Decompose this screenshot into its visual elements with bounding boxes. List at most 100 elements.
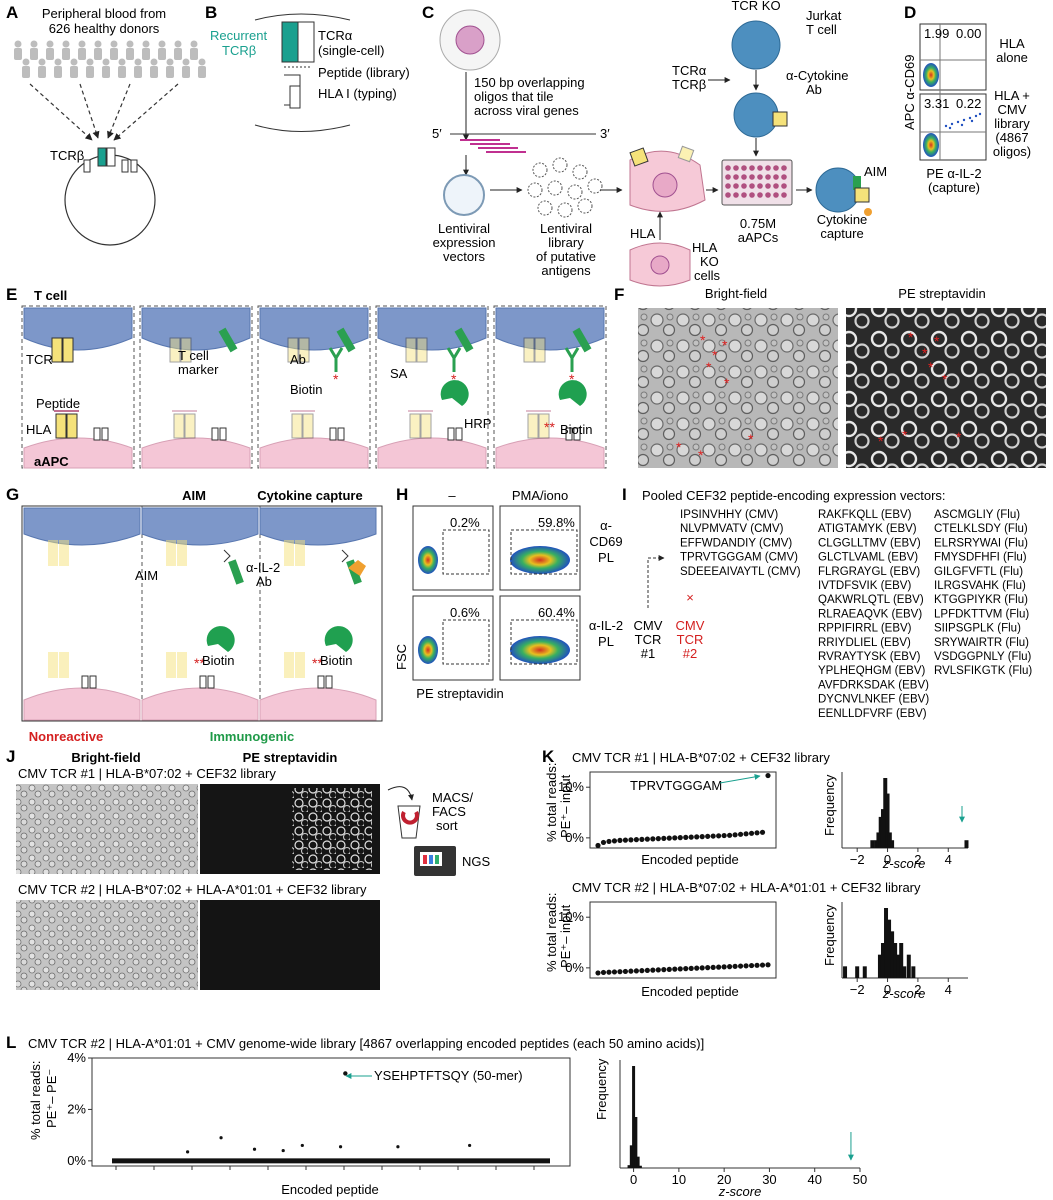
flow-event-dot (944, 124, 948, 128)
d-cond1b: alone (996, 50, 1028, 65)
i-peptide: IVTDFSVIK (EBV) (818, 580, 911, 592)
l-xtick-label: 30 (762, 1172, 776, 1187)
e-hla (527, 413, 539, 439)
i-peptide: SRYWAIRTR (Flu) (934, 637, 1029, 649)
f-red-star: * (908, 329, 914, 345)
d-flow-population-1 (923, 63, 939, 87)
g-tcr (59, 540, 69, 566)
c-lenti-1: Lentiviral (438, 221, 490, 236)
plate-well (733, 192, 739, 198)
k-ylabel-2b: PE⁺– input (558, 904, 573, 968)
k-data-point (765, 962, 771, 968)
k-data-point (743, 831, 749, 837)
plate-well (749, 174, 755, 180)
person-head-icon (134, 58, 142, 66)
person-body-icon (110, 48, 118, 60)
k-data-point (705, 833, 711, 839)
plate-well (741, 183, 747, 189)
i-peptide: RRIYDLIEL (EBV) (818, 637, 911, 649)
flow-event-dot (960, 123, 964, 127)
l-xtick-label: 20 (717, 1172, 731, 1187)
k-data-point (606, 969, 612, 975)
donor-people-icons (14, 40, 206, 78)
flow-event-dot (978, 112, 982, 116)
i-peptide: KTGGPIYKR (Flu) (934, 594, 1028, 606)
k-hit-arrow (719, 773, 761, 784)
k-xtick-label: 0 (884, 982, 891, 997)
i-peptide: RPPIFIRRL (EBV) (818, 623, 912, 635)
l-hist-bar (627, 1165, 631, 1168)
k-hist-bar (964, 840, 969, 848)
l-data-point (186, 1150, 190, 1154)
l-hist-bar (629, 1145, 633, 1168)
plate-well (741, 192, 747, 198)
k-data-point (699, 965, 705, 971)
h-row1b: CD69 (589, 534, 622, 549)
d-cond1: HLA (999, 36, 1025, 51)
g-cyto-title: Cytokine capture (257, 488, 362, 503)
g-biotin-star: ** (194, 655, 205, 671)
e-t-cell (141, 307, 251, 351)
d-cond2c: library (994, 116, 1030, 131)
person-head-icon (94, 40, 102, 48)
plate-well (733, 183, 739, 189)
oligo-tiles (460, 139, 526, 153)
j-pe-image-2 (200, 900, 380, 990)
k-data-point (633, 837, 639, 843)
b-recurrent-1: Recurrent (210, 28, 267, 43)
c-hlako-2: KO (700, 254, 719, 269)
e-marker (454, 327, 474, 353)
i-tcr1-a: CMV (634, 618, 663, 633)
k-hist-bar (890, 931, 895, 978)
k-data-point (628, 837, 634, 843)
e-aapc-cell (377, 437, 487, 469)
k-data-point (683, 834, 689, 840)
i-peptide: CLGGLLTMV (EBV) (818, 537, 921, 549)
k-hist-bar (887, 832, 892, 848)
e-tcr (180, 337, 192, 363)
person-body-icon (174, 48, 182, 60)
b-recurrent-2: TCRβ (222, 43, 256, 58)
e-tcr (416, 337, 428, 363)
f-red-star: * (700, 332, 706, 348)
k-data-point (727, 964, 733, 970)
i-peptide: IPSINVHHY (CMV) (680, 509, 778, 521)
e-biotin-2: Biotin (560, 422, 593, 437)
person-head-icon (190, 40, 198, 48)
virion-icon (532, 162, 548, 178)
i-peptide: VSDGGPNLY (Flu) (934, 651, 1032, 663)
e-t-cell (377, 307, 487, 351)
virion-icon (572, 164, 588, 180)
g-t-cell (23, 507, 141, 546)
i-peptide: ATIGTAMYK (EBV) (818, 523, 917, 535)
plasmid-icon (443, 174, 485, 216)
k-hist-bar (843, 966, 848, 978)
e-tcr (51, 337, 63, 363)
e-hla (538, 413, 550, 439)
k-data-point (617, 969, 623, 975)
person-head-icon (14, 40, 22, 48)
k-freq-1: Frequency (822, 774, 837, 836)
h-v4: 60.4% (538, 605, 575, 620)
h-ylabel: FSC (394, 644, 409, 670)
k-data-point (606, 838, 612, 845)
k-data-point (600, 839, 607, 846)
e-t-cell (495, 307, 605, 351)
f-bf: Bright-field (705, 286, 767, 301)
person-body-icon (86, 66, 94, 78)
panel-label-j: J (6, 747, 15, 766)
d-top-left: 1.99 (924, 26, 949, 41)
i-peptide: RVLSFIKGTK (Flu) (934, 665, 1032, 677)
i-peptide: RLRAEAQVK (EBV) (818, 608, 922, 620)
k-xtick-label: 4 (945, 852, 952, 867)
virion-icon (577, 198, 593, 214)
l-data-point (338, 1145, 343, 1149)
f-red-star: * (698, 447, 704, 463)
k-data-point (721, 832, 727, 839)
e-marker-1: T cell (178, 348, 209, 363)
g-hla (166, 652, 176, 678)
i-flu-peptides: ASCMGLIY (Flu)CTELKLSDY (Flu)ELRSRYWAI (… (934, 509, 1032, 677)
g-hrp (324, 626, 353, 652)
g-marker (228, 559, 244, 585)
e-biotin-star: * (333, 371, 339, 387)
